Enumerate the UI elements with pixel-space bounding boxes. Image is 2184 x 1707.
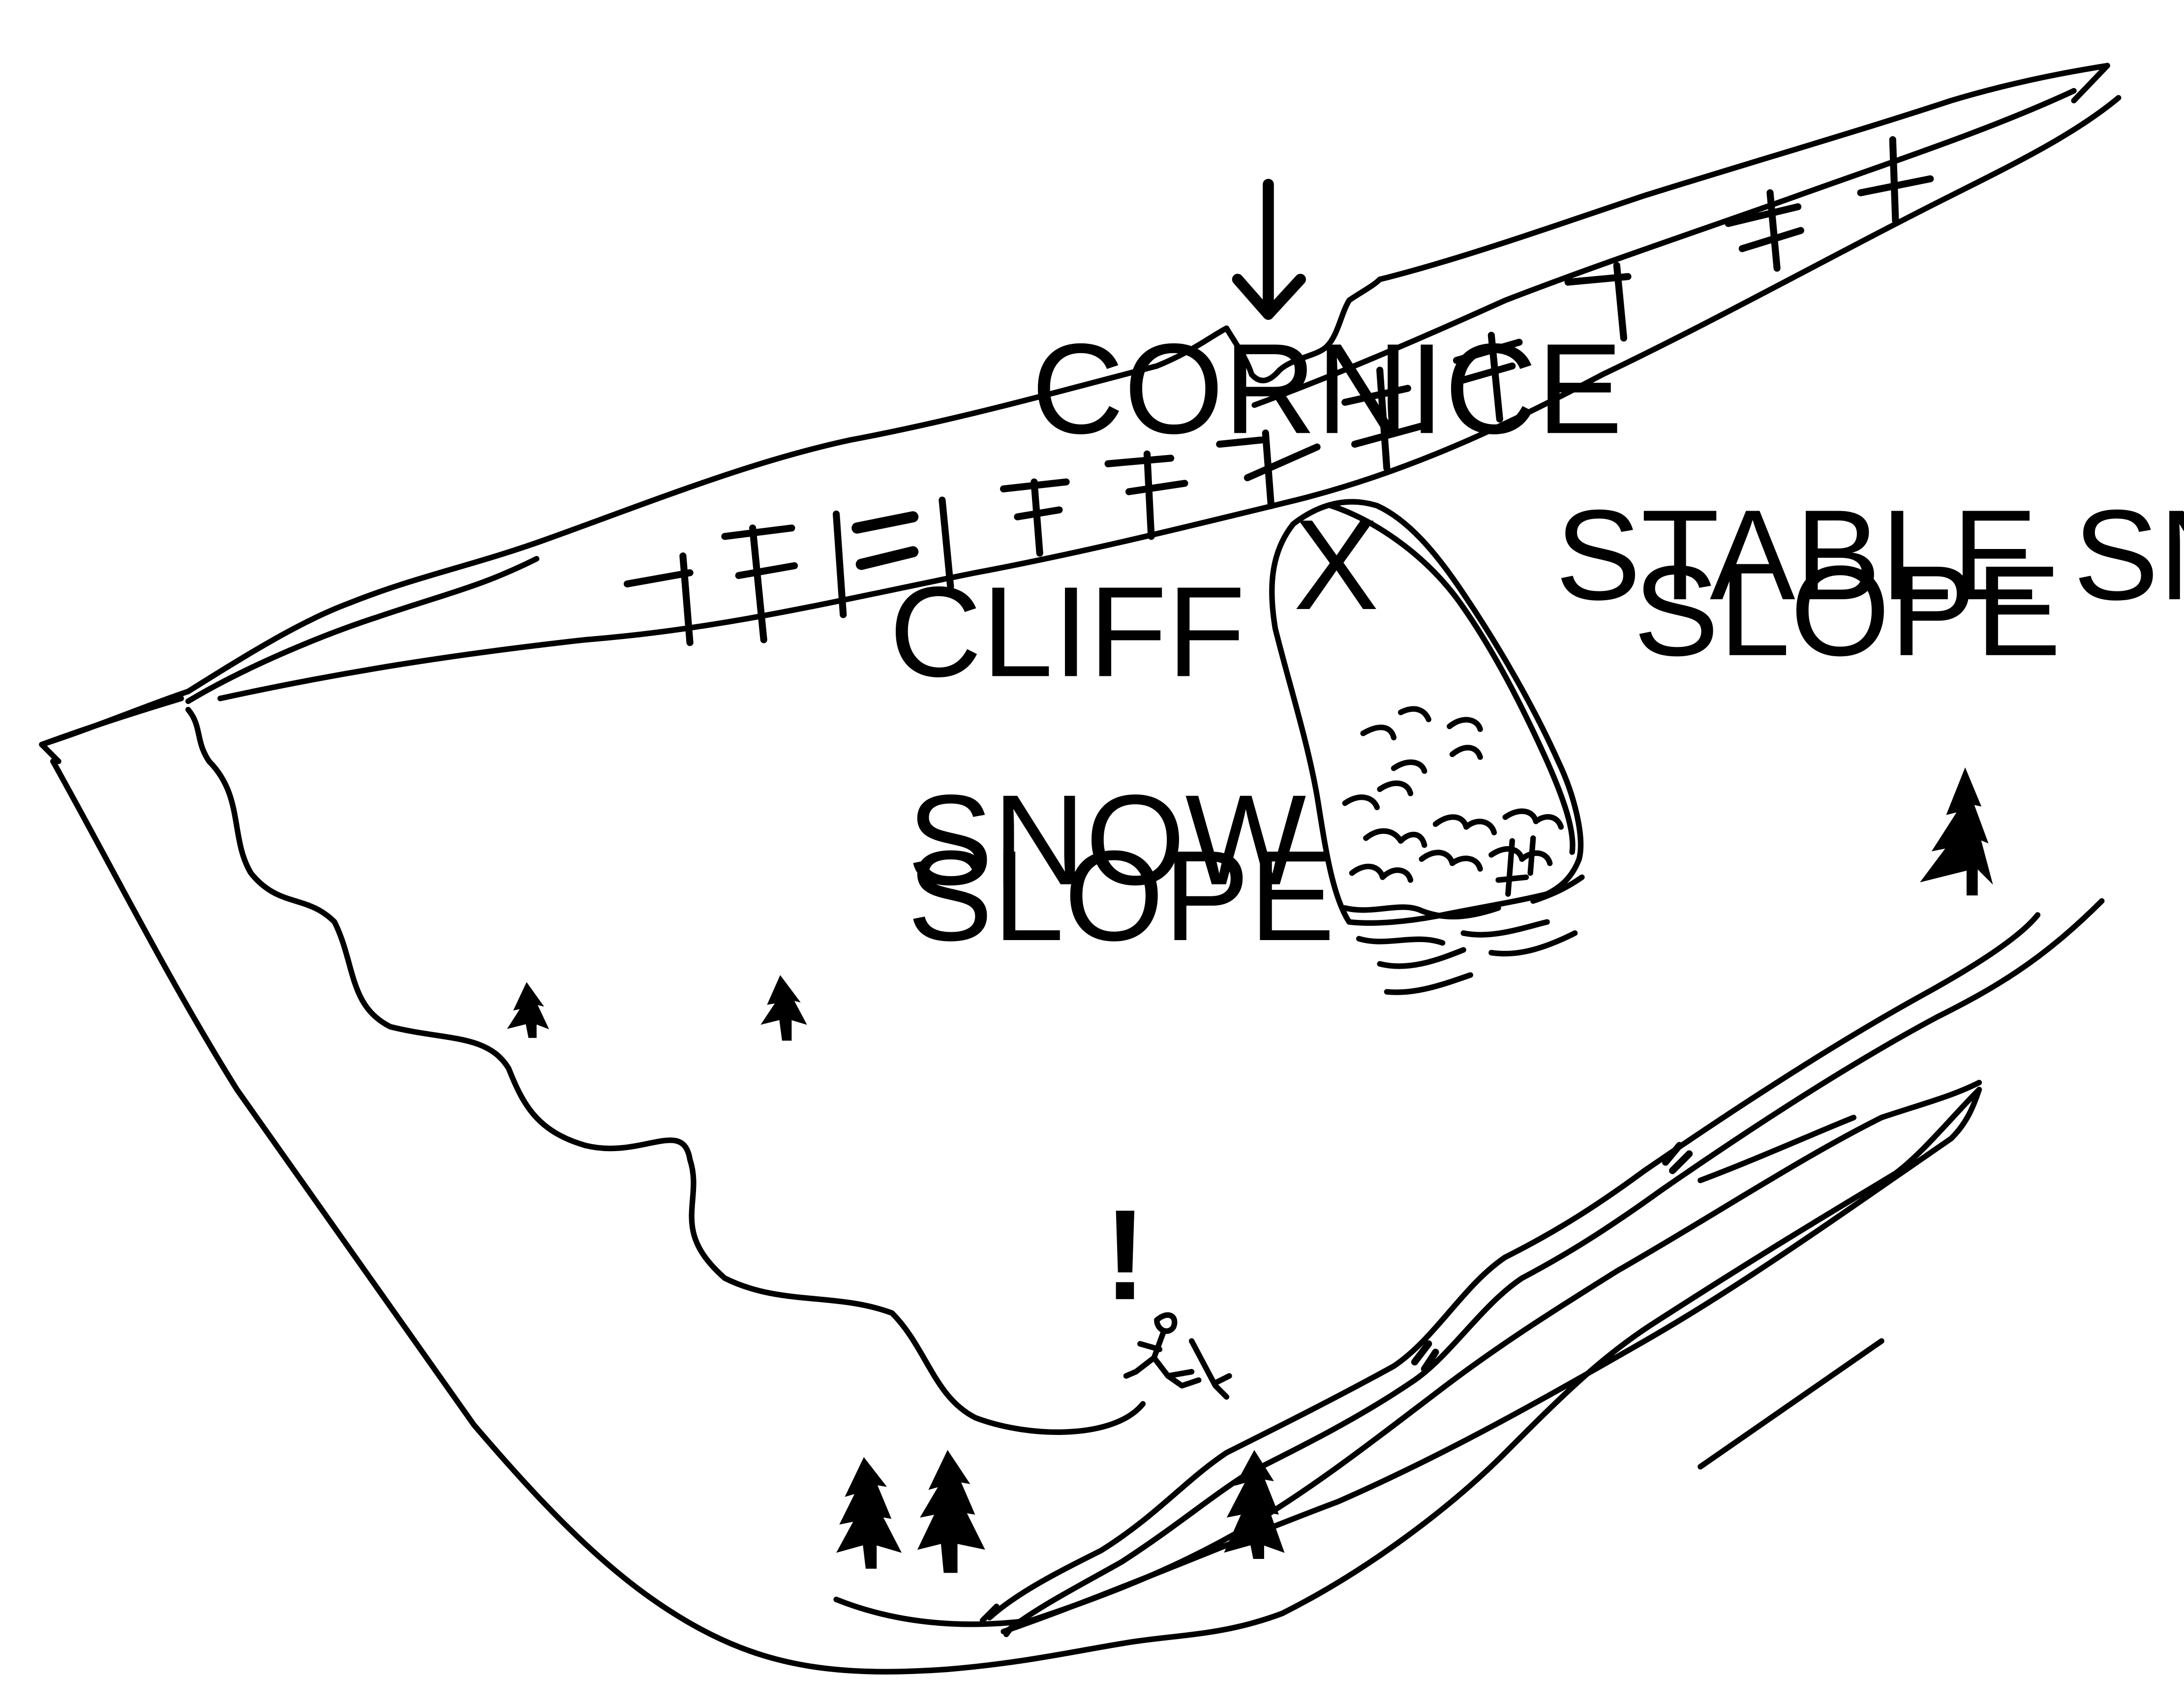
snow-slope-label-line2: SLOPE	[908, 824, 1335, 968]
ridge-outline	[39, 62, 2122, 764]
stable-snow-label-line1: STABLE SNOW /	[1555, 484, 2184, 627]
pine-tree-icon	[507, 982, 549, 1038]
x-marker: X	[1293, 493, 1379, 637]
creek-marks	[1411, 1142, 1693, 1372]
pine-tree-icon	[1920, 767, 1993, 896]
cliff-rock-marks	[623, 136, 1934, 646]
pine-tree-icon	[917, 1450, 985, 1573]
snow-slope-label-line1: SNOW	[908, 768, 1307, 912]
exclamation-mark: !	[1104, 1184, 1147, 1327]
stick-figure-icon	[1123, 1312, 1232, 1400]
cliff-label: CLIFF	[889, 560, 1245, 703]
pine-tree-icon	[760, 975, 807, 1041]
down-arrow-icon	[1232, 179, 1306, 320]
stable-snow-label-line2: SLOPE	[1634, 540, 2061, 683]
slope-and-valley-lines	[50, 706, 2105, 1675]
cornice-label: CORNICE	[1031, 317, 1623, 460]
pine-tree-icon	[1224, 1450, 1285, 1559]
avalanche-debris	[1342, 706, 1585, 995]
pine-tree-icon	[836, 1457, 902, 1569]
